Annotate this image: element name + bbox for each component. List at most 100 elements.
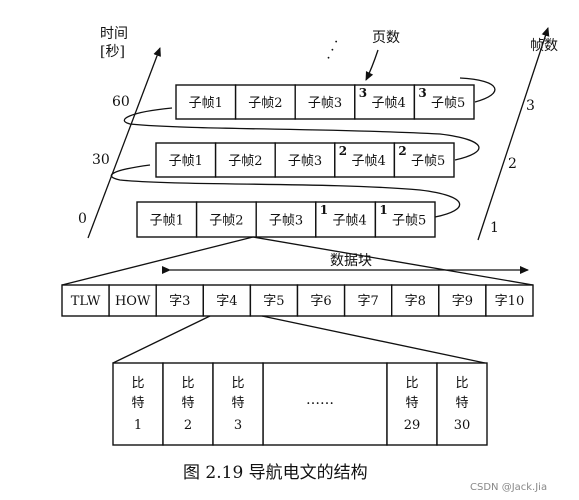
bit-label-char1: 比 bbox=[405, 376, 418, 391]
page-number-mark: 2 bbox=[398, 144, 406, 158]
page-number-mark: 1 bbox=[320, 203, 328, 217]
subframe-cell bbox=[136, 201, 198, 238]
bit-label-char2: 特 bbox=[131, 396, 144, 411]
data-block-label: 数据块 bbox=[330, 253, 372, 269]
expand-line-right bbox=[252, 236, 534, 286]
bit-label-char2: 特 bbox=[181, 396, 194, 411]
frame-tick-1: 1 bbox=[490, 220, 499, 236]
time-tick-0: 0 bbox=[78, 211, 87, 227]
word-label: 字10 bbox=[495, 294, 525, 309]
bit-number: 2 bbox=[184, 418, 192, 433]
page-number-mark: 2 bbox=[339, 144, 347, 158]
bit-label-char1: 比 bbox=[231, 376, 244, 391]
bit-number: 3 bbox=[234, 418, 242, 433]
bit-label-char1: 比 bbox=[455, 376, 468, 391]
word-cell bbox=[296, 284, 346, 317]
page-pointer-arrow bbox=[365, 49, 379, 81]
bit-cell bbox=[212, 362, 264, 446]
bit-cell bbox=[436, 362, 488, 446]
subframe-label: 子帧4 bbox=[371, 96, 405, 111]
page-number-mark: 3 bbox=[359, 86, 367, 100]
bits-gap-cell bbox=[262, 362, 388, 446]
subframe-cell bbox=[393, 142, 455, 178]
word-cell bbox=[155, 284, 204, 317]
frame-link-curve bbox=[110, 164, 461, 218]
word-label: TLW bbox=[71, 294, 101, 309]
word-cell bbox=[343, 284, 393, 317]
bit-cell bbox=[112, 362, 164, 446]
word-label: 字9 bbox=[452, 294, 473, 309]
subframe-label: 子帧1 bbox=[169, 154, 203, 169]
subframe-label: 子帧3 bbox=[269, 214, 303, 229]
word-label: 字7 bbox=[358, 294, 379, 309]
word-label: 字4 bbox=[216, 294, 237, 309]
bit-number: 1 bbox=[134, 418, 142, 433]
frame-axis bbox=[477, 27, 550, 241]
bit-label-char2: 特 bbox=[405, 396, 418, 411]
bit-number: 29 bbox=[404, 418, 421, 433]
word-cell bbox=[485, 284, 534, 317]
subframe-label: 子帧1 bbox=[189, 96, 223, 111]
bits-ellipsis: …… bbox=[306, 392, 334, 408]
word-cell bbox=[249, 284, 299, 317]
subframe-cell bbox=[315, 201, 377, 238]
bit-number: 30 bbox=[454, 418, 471, 433]
bit-label-char2: 特 bbox=[231, 396, 244, 411]
word-cell bbox=[391, 284, 440, 317]
subframe-label: 子帧2 bbox=[248, 96, 282, 111]
subframe-cell bbox=[255, 201, 317, 238]
time-axis bbox=[87, 47, 161, 239]
subframe-label: 子帧4 bbox=[332, 214, 366, 229]
time-tick-60: 60 bbox=[112, 94, 130, 110]
subframe-label: 子帧5 bbox=[431, 96, 465, 111]
time-axis-label: 时间 bbox=[100, 26, 128, 42]
continuation-dots: · · · bbox=[321, 37, 345, 64]
watermark: CSDN @Jack.Jia bbox=[470, 482, 547, 493]
bit-cell bbox=[386, 362, 438, 446]
bits-expand-left bbox=[112, 315, 211, 364]
subframe-label: 子帧1 bbox=[150, 214, 184, 229]
subframe-label: 子帧2 bbox=[228, 154, 262, 169]
time-tick-30: 30 bbox=[92, 152, 110, 168]
subframe-cell bbox=[294, 84, 356, 120]
word-label: 字6 bbox=[310, 294, 331, 309]
word-label: 字3 bbox=[169, 294, 190, 309]
frame-axis-label: 帧数 bbox=[530, 38, 558, 54]
frame-link-curve bbox=[459, 77, 496, 103]
frames-group: 子帧1 子帧2 子帧3 子帧4 1 子帧5 1 子帧1 子帧2 子帧3 子帧4 2 子帧5 2 子帧1 子帧2… bbox=[136, 84, 475, 238]
subframe-label: 子帧5 bbox=[392, 214, 426, 229]
subframe-label: 子帧3 bbox=[308, 96, 342, 111]
frame-tick-2: 2 bbox=[508, 156, 517, 172]
bit-label-char1: 比 bbox=[181, 376, 194, 391]
bit-label-char2: 特 bbox=[455, 396, 468, 411]
subframe-cell bbox=[234, 84, 296, 120]
page-number-mark: 1 bbox=[379, 203, 387, 217]
bit-cell bbox=[162, 362, 214, 446]
subframe-cell bbox=[413, 84, 475, 120]
subframe-cell bbox=[195, 201, 257, 238]
subframe-cell bbox=[155, 142, 217, 178]
bits-expand-right bbox=[261, 315, 486, 364]
subframe-cell bbox=[354, 84, 416, 120]
page-number-mark: 3 bbox=[418, 86, 426, 100]
subframe-cell bbox=[175, 84, 237, 120]
frame-link-curve bbox=[123, 107, 480, 161]
word-cell bbox=[202, 284, 252, 317]
figure-caption: 图 2.19 导航电文的结构 bbox=[183, 463, 368, 483]
subframe-label: 子帧2 bbox=[209, 214, 243, 229]
frame-tick-3: 3 bbox=[526, 98, 535, 114]
word-cell bbox=[61, 284, 110, 317]
page-label: 页数 bbox=[372, 30, 400, 46]
subframe-label: 子帧5 bbox=[411, 154, 445, 169]
word-cell bbox=[438, 284, 487, 317]
subframe-label: 子帧3 bbox=[288, 154, 322, 169]
subframe-label: 子帧4 bbox=[351, 154, 385, 169]
bit-label-char1: 比 bbox=[131, 376, 144, 391]
time-axis-unit: [秒] bbox=[100, 44, 125, 60]
expand-line-left bbox=[61, 236, 254, 286]
word-label: HOW bbox=[115, 294, 151, 309]
subframe-cell bbox=[374, 201, 436, 238]
